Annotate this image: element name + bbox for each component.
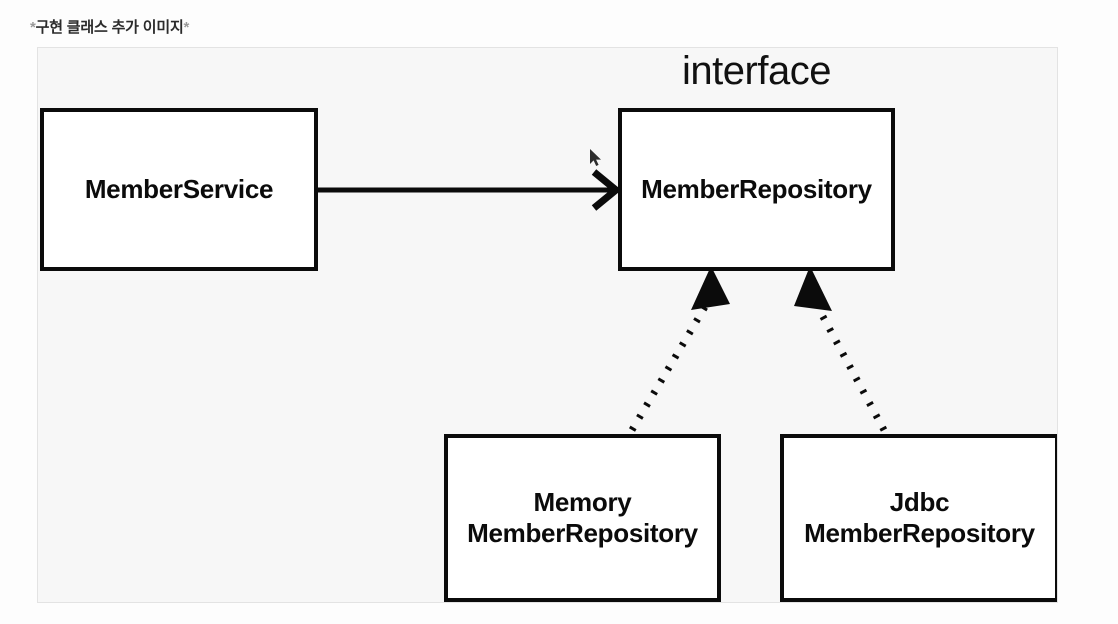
mouse-pointer-icon bbox=[590, 149, 601, 166]
interface-stereotype-label: interface bbox=[682, 49, 831, 93]
caption-suffix-asterisk: * bbox=[183, 19, 190, 36]
uml-class-memory-member-repository[interactable]: Memory MemberRepository bbox=[444, 434, 721, 602]
edge-uses-association bbox=[318, 169, 622, 211]
uml-interface-member-repository[interactable]: MemberRepository bbox=[618, 108, 895, 271]
edge-implements-jdbc bbox=[794, 266, 888, 432]
uml-class-member-service[interactable]: MemberService bbox=[40, 108, 318, 271]
caption-prefix-asterisk: * bbox=[30, 19, 36, 36]
uml-interface-member-repository-label: MemberRepository bbox=[641, 174, 872, 205]
edge-implements-memory bbox=[628, 266, 730, 432]
uml-class-jdbc-member-repository[interactable]: Jdbc MemberRepository bbox=[780, 434, 1057, 602]
caption-text: 구현 클래스 추가 이미지 bbox=[35, 19, 184, 36]
uml-class-member-service-label: MemberService bbox=[84, 174, 274, 205]
uml-class-jdbc-member-repository-label: Jdbc MemberRepository bbox=[804, 487, 1035, 548]
page-title: *구현 클래스 추가 이미지* bbox=[30, 16, 189, 37]
uml-diagram-canvas: interface MemberService MemberRepository… bbox=[37, 47, 1058, 603]
uml-class-memory-member-repository-label: Memory MemberRepository bbox=[467, 487, 698, 548]
